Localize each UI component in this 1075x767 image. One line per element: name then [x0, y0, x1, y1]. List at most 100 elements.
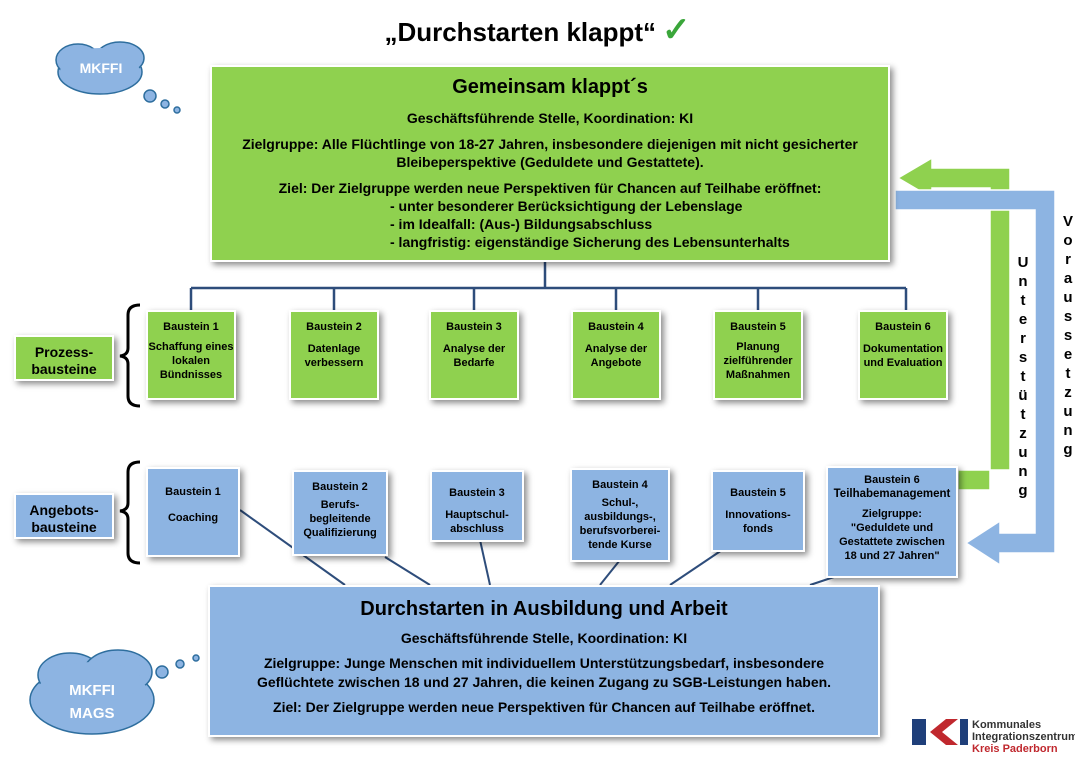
vertical-letter: e: [1018, 311, 1028, 328]
block-title: Baustein 5: [730, 487, 786, 499]
block-title: Baustein 4: [592, 479, 648, 491]
block-title: Baustein 6: [864, 474, 920, 486]
title-text: „Durchstarten klappt“: [384, 17, 657, 47]
logo-line: Kommunales: [972, 719, 1042, 731]
block-text: Gestattete zwischen: [839, 536, 945, 548]
vertical-letter: u: [1063, 403, 1073, 420]
offer-block-6: Baustein 6 Teilhabemanagement Zielgruppe…: [826, 466, 958, 578]
vertical-letter: ü: [1018, 387, 1028, 404]
block-text: Dokumentation: [862, 343, 944, 355]
process-block-1: Baustein 1 Schaffung eines lokalen Bündn…: [146, 310, 236, 400]
process-block-4: Baustein 4 Analyse der Angebote: [571, 310, 661, 400]
block-text: Berufs-: [320, 499, 360, 511]
vertical-letter: u: [1063, 289, 1073, 306]
offer-label-line: bausteine: [31, 519, 97, 535]
process-block-6: Baustein 6 Dokumentation und Evaluation: [858, 310, 948, 400]
block-text: Analyse der: [442, 343, 506, 355]
goal-item: - unter besonderer Berücksichtigung der …: [390, 198, 743, 214]
vertical-letter: U: [1017, 254, 1029, 271]
bottom-box-coordination: Geschäftsführende Stelle, Koordination: …: [400, 630, 688, 646]
block-title: Baustein 3: [446, 321, 502, 333]
logo-text: Kommunales Integrationszentrum Kreis Pad…: [972, 719, 1075, 755]
vertical-letter: g: [1063, 441, 1073, 458]
block-title: Baustein 4: [588, 321, 644, 333]
cloud-top: [55, 41, 181, 114]
arrow-voraussetzung: [894, 189, 1056, 567]
checkmark-icon: ✓: [662, 11, 691, 49]
offer-block-4: Baustein 4 Schul-, ausbildungs-, berufsv…: [570, 468, 670, 562]
block-text: Hauptschul-: [445, 509, 509, 521]
block-text: ausbildungs-,: [584, 511, 656, 523]
block-text: zielführender: [723, 355, 793, 367]
block-text: Teilhabemanagement: [833, 488, 951, 500]
block-text: Schaffung eines: [148, 341, 234, 353]
block-text: abschluss: [450, 523, 504, 535]
block-text: verbessern: [304, 357, 364, 369]
bottom-box-heading: Durchstarten in Ausbildung und Arbeit: [360, 598, 728, 620]
block-text: Planung: [736, 341, 780, 353]
vertical-letter: r: [1065, 251, 1071, 268]
vertical-letter: t: [1020, 368, 1026, 385]
vertical-letter: n: [1063, 422, 1073, 439]
block-text: Maßnahmen: [725, 369, 791, 381]
vertical-letter: o: [1063, 232, 1073, 249]
block-text: 18 und 27 Jahren": [844, 550, 940, 562]
tree-connector: [189, 262, 908, 310]
offer-block-1: Baustein 1 Coaching: [146, 467, 240, 557]
block-title: Baustein 2: [312, 481, 368, 493]
process-label: Prozess- bausteine: [14, 335, 114, 381]
top-box-heading: Gemeinsam klappt´s: [452, 76, 648, 98]
block-text: Qualifizierung: [303, 527, 377, 539]
top-box-coordination: Geschäftsführende Stelle, Koordination: …: [406, 110, 694, 126]
top-box-goal-list: - unter besonderer Berücksichtigung der …: [270, 197, 830, 251]
process-block-5: Baustein 5 Planung zielführender Maßnahm…: [713, 310, 803, 400]
bottom-box-target-b: Geflüchtete zwischen 18 und 27 Jahren, d…: [256, 674, 832, 690]
logo-line: Integrationszentrum: [972, 731, 1075, 743]
offer-label: Angebots- bausteine: [14, 493, 114, 539]
block-text: berufsvorberei-: [579, 525, 661, 537]
block-text: tende Kurse: [588, 539, 652, 551]
block-text: Analyse der: [584, 343, 648, 355]
logo-line: Kreis Paderborn: [972, 743, 1058, 755]
vertical-letter: V: [1062, 213, 1073, 230]
block-text: lokalen: [172, 355, 210, 367]
block-title: Baustein 6: [875, 321, 931, 333]
block-text: Zielgruppe:: [862, 508, 922, 520]
top-box-target-b: Bleibeperspektive (Geduldete und Gestatt…: [396, 154, 704, 170]
block-text: "Geduldete und: [850, 522, 934, 534]
vertical-letter: s: [1063, 308, 1073, 325]
bottom-box-target-a: Zielgruppe: Junge Menschen mit individue…: [263, 655, 825, 671]
offer-block-2: Baustein 2 Berufs- begleitende Qualifizi…: [292, 470, 388, 556]
cloud-bottom-label-2: MAGS: [69, 705, 115, 722]
block-text: fonds: [743, 523, 773, 535]
cloud-bottom: [29, 649, 200, 735]
offer-block-5: Baustein 5 Innovations- fonds: [711, 470, 805, 552]
vertical-letter: t: [1020, 292, 1026, 309]
vertical-letter: s: [1063, 327, 1073, 344]
block-text: Coaching: [167, 512, 219, 524]
bottom-box-goal: Ziel: Der Zielgruppe werden neue Perspek…: [273, 699, 815, 715]
top-box-goal: Ziel: Der Zielgruppe werden neue Perspek…: [278, 180, 822, 196]
block-title: Baustein 1: [165, 486, 221, 498]
process-label-line: bausteine: [31, 361, 97, 377]
block-text: Schul-,: [601, 497, 639, 509]
block-text: Angebote: [590, 357, 642, 369]
vertical-letter: t: [1020, 406, 1026, 423]
vertical-letter: n: [1018, 273, 1028, 290]
vertical-letter: t: [1065, 365, 1071, 382]
block-text: und Evaluation: [863, 357, 943, 369]
block-text: Bündnisses: [159, 369, 223, 381]
vertical-letter: e: [1063, 346, 1073, 363]
vertical-letter: z: [1064, 384, 1072, 401]
block-title: Baustein 5: [730, 321, 786, 333]
vertical-letter: z: [1019, 425, 1027, 442]
bottom-box: Durchstarten in Ausbildung und Arbeit Ge…: [208, 585, 880, 737]
offer-block-3: Baustein 3 Hauptschul- abschluss: [430, 470, 524, 542]
block-title: Baustein 1: [163, 321, 219, 333]
vertical-letter: s: [1018, 349, 1028, 366]
